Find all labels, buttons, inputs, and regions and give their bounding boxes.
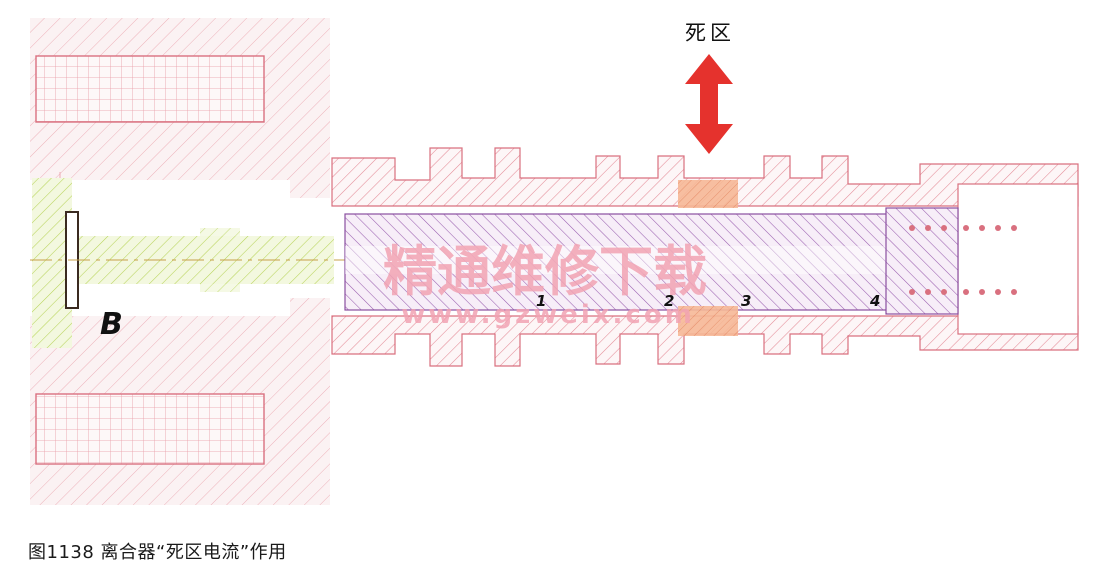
dead-zone-arrow-icon [685, 54, 733, 154]
port-label-3: 3 [741, 292, 751, 310]
valve-body [331, 147, 1079, 367]
valve-spool [344, 207, 959, 315]
return-spring [909, 225, 1017, 295]
label-b: B [100, 307, 123, 342]
coil-winding-bottom [35, 393, 265, 465]
port-label-4: 4 [869, 292, 880, 310]
watermark-url: www.gzweix.com [401, 300, 695, 330]
coil-winding-top [35, 55, 265, 123]
port-label-1: 1 [536, 292, 546, 310]
dead-zone-label: 死区 [685, 21, 735, 45]
watermark-title: 精通维修下载 [383, 240, 707, 303]
dead-zone-band [678, 180, 738, 336]
port-label-2: 2 [664, 292, 674, 310]
figure-caption: 图1138 离合器“死区电流”作用 [28, 542, 287, 563]
